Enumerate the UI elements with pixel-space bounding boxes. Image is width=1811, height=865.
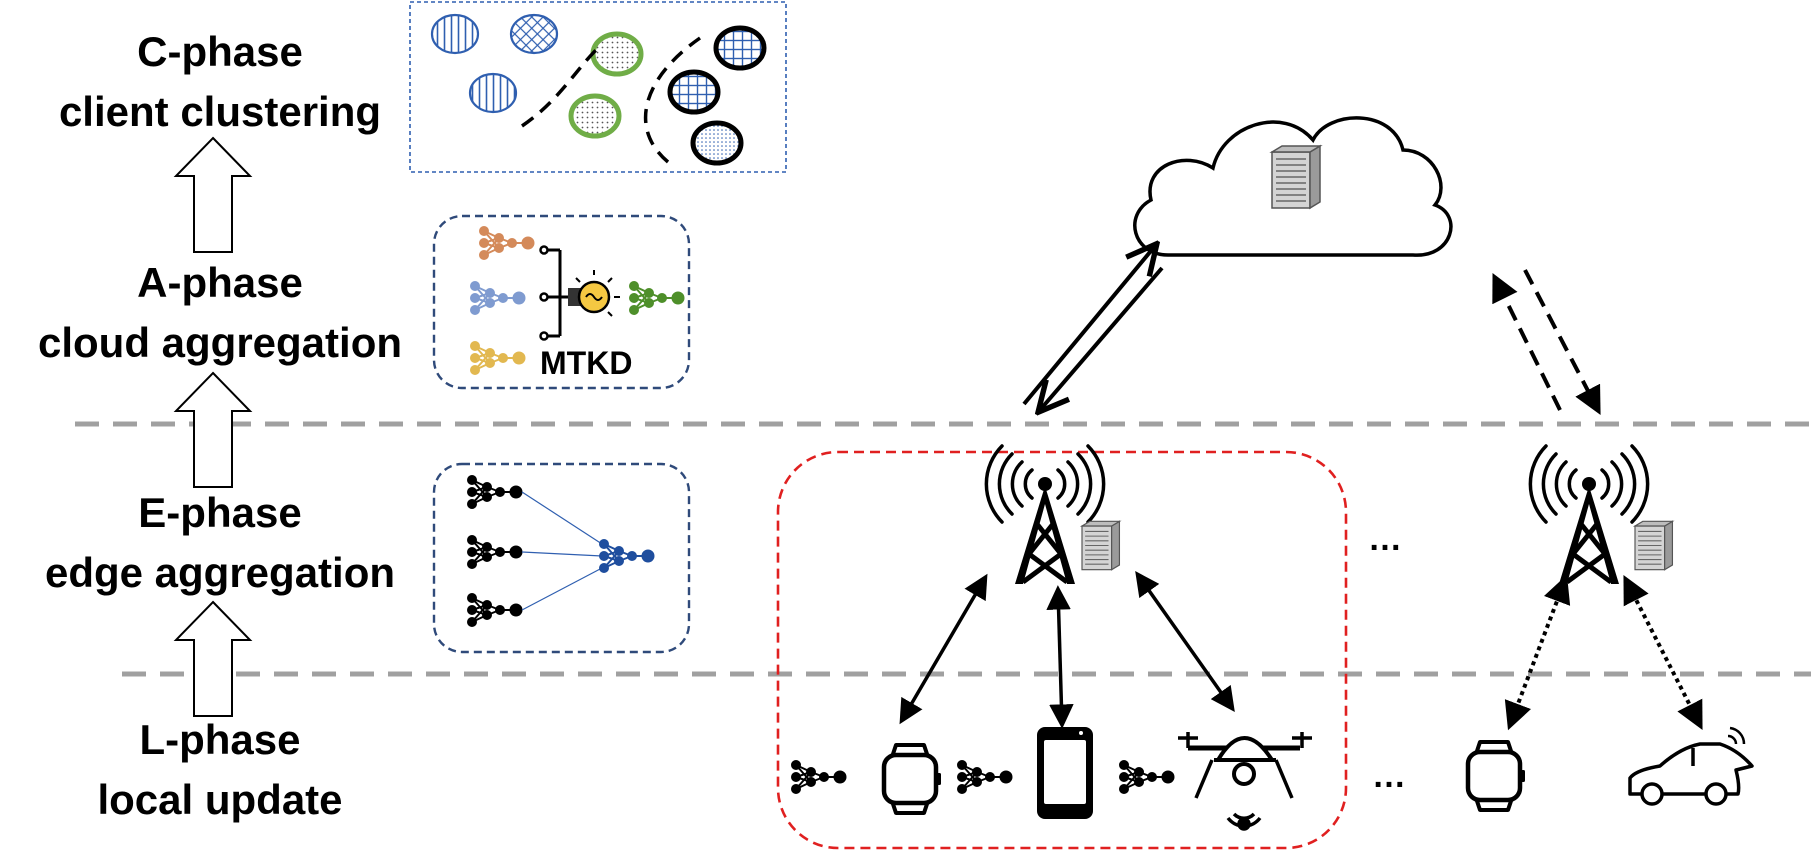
up-arrow-l-to-e bbox=[173, 600, 253, 717]
phase-name: L-phase bbox=[139, 716, 301, 763]
edge-client-model-1 bbox=[466, 474, 523, 510]
teacher-model-lightblue bbox=[469, 280, 526, 316]
phase-label-a: A-phase cloud aggregation bbox=[0, 253, 440, 373]
far-edge-to-cloud-arrow bbox=[1492, 272, 1562, 411]
mtkd-label: MTKD bbox=[540, 345, 633, 381]
lightbulb-icon bbox=[568, 270, 620, 317]
phase-name: E-phase bbox=[138, 489, 302, 536]
phase-name: A-phase bbox=[137, 259, 303, 306]
phase-up-arrows bbox=[173, 136, 253, 717]
smartwatch-icon-1 bbox=[884, 745, 941, 813]
up-arrow-a-to-c bbox=[173, 136, 253, 253]
smartphone-icon bbox=[1037, 727, 1093, 819]
device-ellipsis: … bbox=[1372, 757, 1407, 795]
watch-edge-link bbox=[899, 573, 988, 725]
cloud-to-edge-arrow bbox=[1040, 266, 1164, 410]
teacher-model-yellow bbox=[469, 340, 526, 376]
phase-label-e: E-phase edge aggregation bbox=[0, 483, 440, 603]
up-arrow-e-to-a bbox=[173, 371, 253, 488]
drone-edge-link bbox=[1135, 570, 1235, 713]
edge-client-model-2 bbox=[466, 534, 523, 570]
far-watch-edge-link bbox=[1504, 574, 1571, 731]
cloud-server-icon bbox=[1271, 145, 1321, 209]
teacher-model-orange bbox=[478, 225, 535, 261]
phase-name: C-phase bbox=[137, 28, 303, 75]
edge-to-cloud-arrow bbox=[1022, 246, 1155, 406]
smartwatch-icon-2 bbox=[1468, 742, 1525, 810]
edge-aggregation-panel bbox=[432, 462, 691, 654]
car-icon bbox=[1628, 726, 1754, 806]
drone-icon bbox=[1178, 732, 1312, 831]
phase-desc: local update bbox=[97, 776, 343, 823]
student-model-green bbox=[628, 280, 685, 316]
edge-tower-icon-2 bbox=[1530, 446, 1647, 584]
phase-desc: edge aggregation bbox=[44, 549, 396, 596]
cloud-icon bbox=[1133, 116, 1453, 257]
client-clustering-panel bbox=[409, 1, 787, 173]
edge-server-icon-1 bbox=[1081, 520, 1121, 571]
edge-aggregated-model bbox=[598, 538, 655, 574]
local-model-watch bbox=[790, 759, 847, 795]
edge-client-model-3 bbox=[466, 592, 523, 628]
phase-label-l: L-phase local update bbox=[0, 710, 440, 830]
edge-server-icon-2 bbox=[1634, 520, 1674, 571]
edge-ellipsis: … bbox=[1368, 520, 1403, 558]
cloud-to-far-edge-arrow bbox=[1523, 269, 1601, 415]
phase-desc: client clustering bbox=[58, 88, 382, 135]
car-edge-link bbox=[1623, 575, 1703, 730]
cloud-aggregation-panel bbox=[432, 214, 691, 390]
local-model-drone bbox=[1118, 759, 1175, 795]
phase-desc: cloud aggregation bbox=[37, 319, 402, 366]
edge-group-boundary bbox=[776, 450, 1348, 850]
phase-label-c: C-phase client clustering bbox=[0, 22, 440, 142]
local-model-phone bbox=[956, 759, 1013, 795]
phone-edge-link bbox=[1046, 585, 1074, 729]
